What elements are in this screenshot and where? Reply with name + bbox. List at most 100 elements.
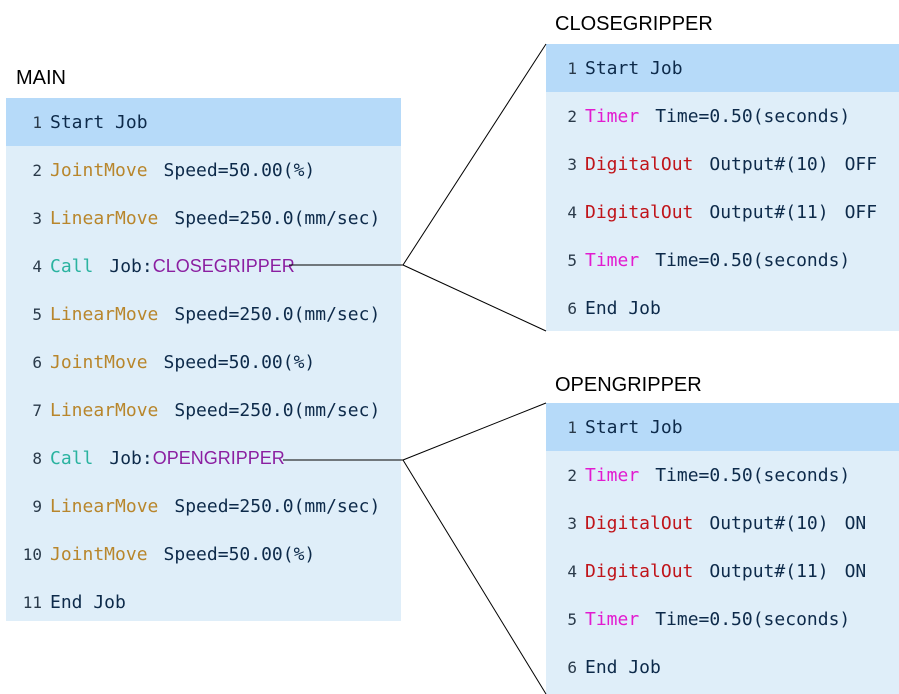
line-number: 2 [32,160,42,180]
called-job-name: OPENGRIPPER [152,447,285,468]
line-number: 4 [567,561,577,581]
command-parameter: Speed=50.00(%) [163,351,316,373]
line-number: 3 [567,513,577,533]
command-parameter: Speed=250.0(mm/sec) [174,303,381,325]
opengripper-upper-connector [402,402,547,461]
main-program-line[interactable]: 11 End Job [6,578,401,626]
command-keyword: Timer [585,249,640,271]
command-keyword: Timer [585,608,640,630]
command-keyword: End Job [585,297,661,319]
opengripper-program-line[interactable]: 3 DigitalOut Output#(10) ON [546,499,899,547]
closegripper-program-line[interactable]: 6 End Job [546,284,899,332]
command-parameter: Speed=50.00(%) [163,543,316,565]
line-number: 1 [567,417,577,437]
command-keyword: LinearMove [50,207,159,229]
output-state: ON [844,512,867,534]
command-keyword: Call [50,255,94,277]
command-keyword: Timer [585,105,640,127]
line-number: 9 [32,496,42,516]
main-program-line[interactable]: 1 Start Job [6,98,401,146]
command-keyword: LinearMove [50,495,159,517]
line-number: 4 [567,202,577,222]
opengripper-program-line[interactable]: 4 DigitalOut Output#(11) ON [546,547,899,595]
command-keyword: DigitalOut [585,512,694,534]
command-parameter: Speed=250.0(mm/sec) [174,399,381,421]
main-program-line[interactable]: 6 JointMove Speed=50.00(%) [6,338,401,386]
command-keyword: Call [50,447,94,469]
main-program-line[interactable]: 7 LinearMove Speed=250.0(mm/sec) [6,386,401,434]
opengripper-program-line[interactable]: 6 End Job [546,643,899,691]
command-parameter: Output#(11) [709,201,829,223]
command-keyword: End Job [585,656,661,678]
command-keyword: DigitalOut [585,153,694,175]
command-keyword: LinearMove [50,303,159,325]
opengripper-program-line[interactable]: 2 Timer Time=0.50(seconds) [546,451,899,499]
line-number: 3 [32,208,42,228]
line-number: 6 [32,352,42,372]
output-state: OFF [844,153,878,175]
line-number: 8 [32,448,42,468]
line-number: 4 [32,256,42,276]
main-program-line[interactable]: 9 LinearMove Speed=250.0(mm/sec) [6,482,401,530]
command-keyword: DigitalOut [585,560,694,582]
line-number: 5 [567,609,577,629]
command-parameter: Output#(10) [709,512,829,534]
main-program-line[interactable]: 10 JointMove Speed=50.00(%) [6,530,401,578]
line-number: 1 [567,58,577,78]
main-program-line[interactable]: 2 JointMove Speed=50.00(%) [6,146,401,194]
line-number: 2 [567,106,577,126]
command-parameter: Time=0.50(seconds) [655,105,851,127]
command-parameter: Time=0.50(seconds) [655,464,851,486]
command-keyword: JointMove [50,543,148,565]
closegripper-upper-connector [402,43,547,266]
command-keyword: LinearMove [50,399,159,421]
closegripper-program-line[interactable]: 2 Timer Time=0.50(seconds) [546,92,899,140]
main-program-line[interactable]: 5 LinearMove Speed=250.0(mm/sec) [6,290,401,338]
command-keyword: Start Job [585,57,683,79]
main-program-line[interactable]: 3 LinearMove Speed=250.0(mm/sec) [6,194,401,242]
line-number: 11 [22,592,42,612]
command-keyword: Start Job [585,416,683,438]
line-number: 5 [567,250,577,270]
opengripper-program-line[interactable]: 1 Start Job [546,403,899,451]
line-number: 10 [22,544,42,564]
closegripper-program-line[interactable]: 3 DigitalOut Output#(10) OFF [546,140,899,188]
line-number: 6 [567,298,577,318]
closegripper-job-title: CLOSEGRIPPER [555,13,713,35]
command-keyword: JointMove [50,351,148,373]
command-parameter: Speed=250.0(mm/sec) [174,207,381,229]
command-keyword: DigitalOut [585,201,694,223]
line-number: 6 [567,657,577,677]
command-parameter: Speed=250.0(mm/sec) [174,495,381,517]
command-keyword: Timer [585,464,640,486]
command-parameter: Speed=50.00(%) [163,159,316,181]
line-number: 3 [567,154,577,174]
command-keyword: End Job [50,591,126,613]
line-number: 1 [32,112,42,132]
main-job-title: MAIN [16,67,66,89]
closegripper-program-line[interactable]: 1 Start Job [546,44,899,92]
line-number: 5 [32,304,42,324]
command-parameter: Time=0.50(seconds) [655,608,851,630]
command-parameter: Output#(10) [709,153,829,175]
line-number: 2 [567,465,577,485]
opengripper-program-line[interactable]: 5 Timer Time=0.50(seconds) [546,595,899,643]
command-parameter: Job: [109,255,153,277]
command-keyword: JointMove [50,159,148,181]
command-parameter: Output#(11) [709,560,829,582]
command-parameter: Time=0.50(seconds) [655,249,851,271]
called-job-name: CLOSEGRIPPER [152,255,295,276]
line-number: 7 [32,400,42,420]
closegripper-program-line[interactable]: 5 Timer Time=0.50(seconds) [546,236,899,284]
opengripper-job-title: OPENGRIPPER [555,374,702,396]
output-state: ON [844,560,867,582]
main-program-line[interactable]: 4 Call Job:CLOSEGRIPPER [6,242,401,290]
closegripper-lower-connector [402,264,547,332]
command-keyword: Start Job [50,111,148,133]
